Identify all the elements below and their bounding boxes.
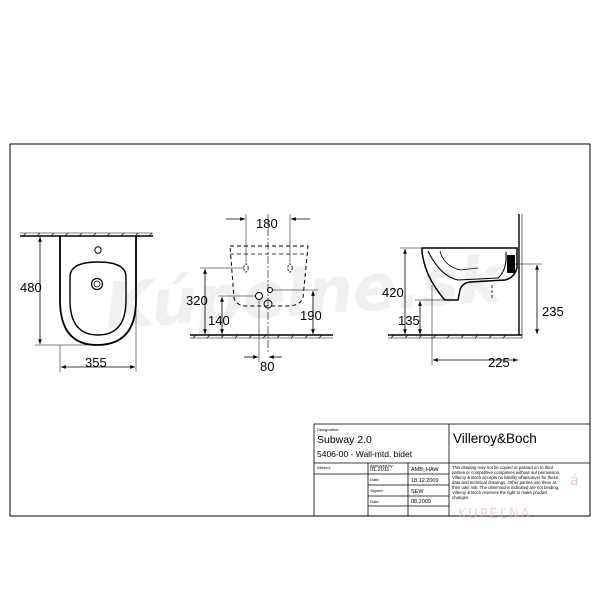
dim-rear-80: 80 [260, 359, 274, 374]
svg-text:their own risk. The dimensions: their own risk. The dimensions indicated… [452, 485, 559, 490]
dim-side-135: 135 [398, 313, 420, 328]
legal-notice: This drawing may not be copied or passed… [452, 465, 560, 500]
svg-text:parties or competitive compani: parties or competitive companies without… [452, 470, 560, 475]
watermark-logo: Kúpelne.sk [102, 243, 506, 345]
dim-front-height: 480 [20, 280, 42, 295]
product-name: Subway 2.0 [317, 434, 372, 446]
dim-front-width: 355 [85, 355, 107, 370]
article-description: 5406-00 - Wall-mtd. bidet [317, 449, 413, 459]
dim-side-depth: 225 [488, 355, 510, 370]
brand-logo: Villeroy&Boch [453, 431, 537, 446]
svg-text:Villeroy & Boch accepts no lia: Villeroy & Boch accepts no liability wha… [452, 475, 559, 480]
svg-text:data and technical drawings. O: data and technical drawings. Other parti… [452, 480, 557, 485]
dim-rear-hole-spacing: 180 [256, 216, 278, 231]
dim-rear-140: 140 [208, 313, 230, 328]
dim-side-235: 235 [542, 304, 564, 319]
rear-view [190, 214, 333, 362]
corner-watermark-text: KÚPEĽNA [458, 506, 532, 522]
dim-rear-190: 190 [300, 308, 322, 323]
altered-label: Altered: [317, 465, 331, 470]
dim-side-420: 420 [382, 285, 404, 300]
svg-text:changes.: changes. [452, 495, 469, 500]
approved-label: Approved by: [370, 463, 394, 468]
svg-text:Villeroy & Boch reserves the r: Villeroy & Boch reserves the right to ma… [452, 490, 548, 495]
corner-watermark-a: á [570, 473, 579, 489]
signed-value: SEW [411, 489, 424, 495]
side-view [388, 214, 542, 365]
svg-text:Kúpelne.sk: Kúpelne.sk [102, 243, 506, 345]
designation-label: Designation: [317, 427, 339, 432]
title-block [313, 423, 591, 517]
signed-label: Signed: [370, 488, 384, 493]
drawing-frame [9, 143, 591, 517]
date-value-2: 08.2009 [411, 499, 431, 505]
date-label-2: Date: [370, 499, 380, 504]
front-view [20, 232, 153, 372]
date-label-1: Date: [370, 477, 380, 482]
altered-value: 01.2011 [370, 467, 389, 473]
svg-text:This drawing may not be copied: This drawing may not be copied or passed… [452, 465, 554, 470]
date-value-1: 18.12.2009 [411, 478, 439, 484]
dim-rear-320: 320 [186, 293, 208, 308]
approved-value: AMB; HAW [411, 467, 439, 473]
